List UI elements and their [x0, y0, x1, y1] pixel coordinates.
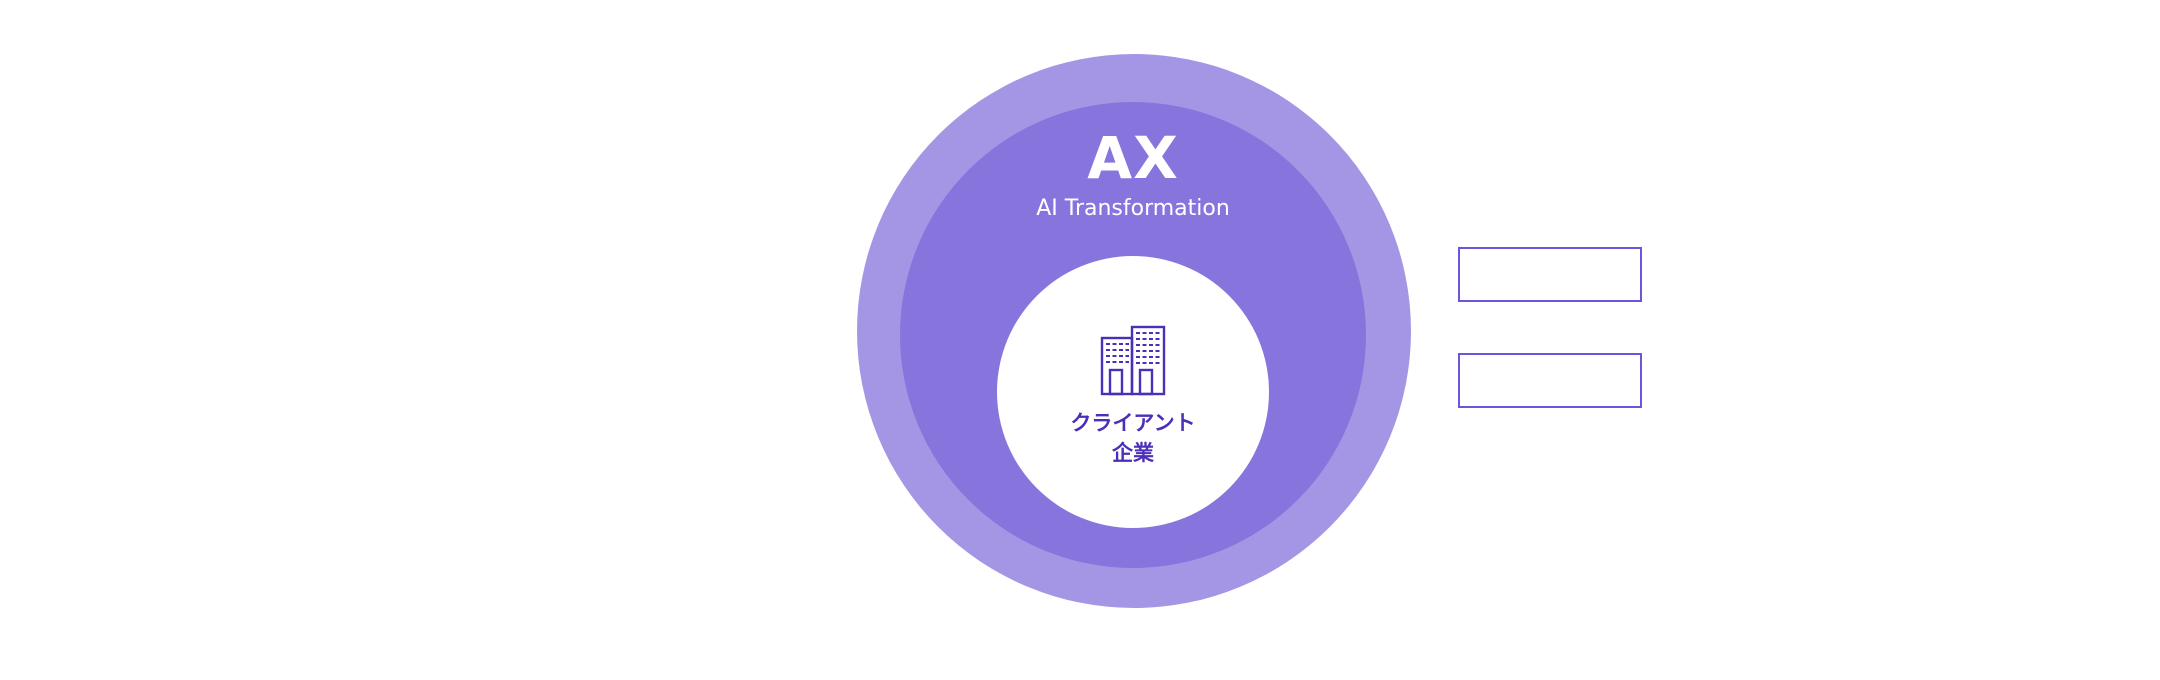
side-box-2 — [1458, 353, 1642, 408]
client-label: クライアント 企業 — [1033, 408, 1233, 468]
side-box-1 — [1458, 247, 1642, 302]
ax-title: AX — [1087, 124, 1179, 192]
office-building-icon — [1100, 325, 1166, 396]
client-label-line1: クライアント — [1070, 411, 1196, 435]
client-label-line2: 企業 — [1112, 441, 1154, 465]
ax-subtitle: AI Transformation — [1036, 196, 1230, 221]
